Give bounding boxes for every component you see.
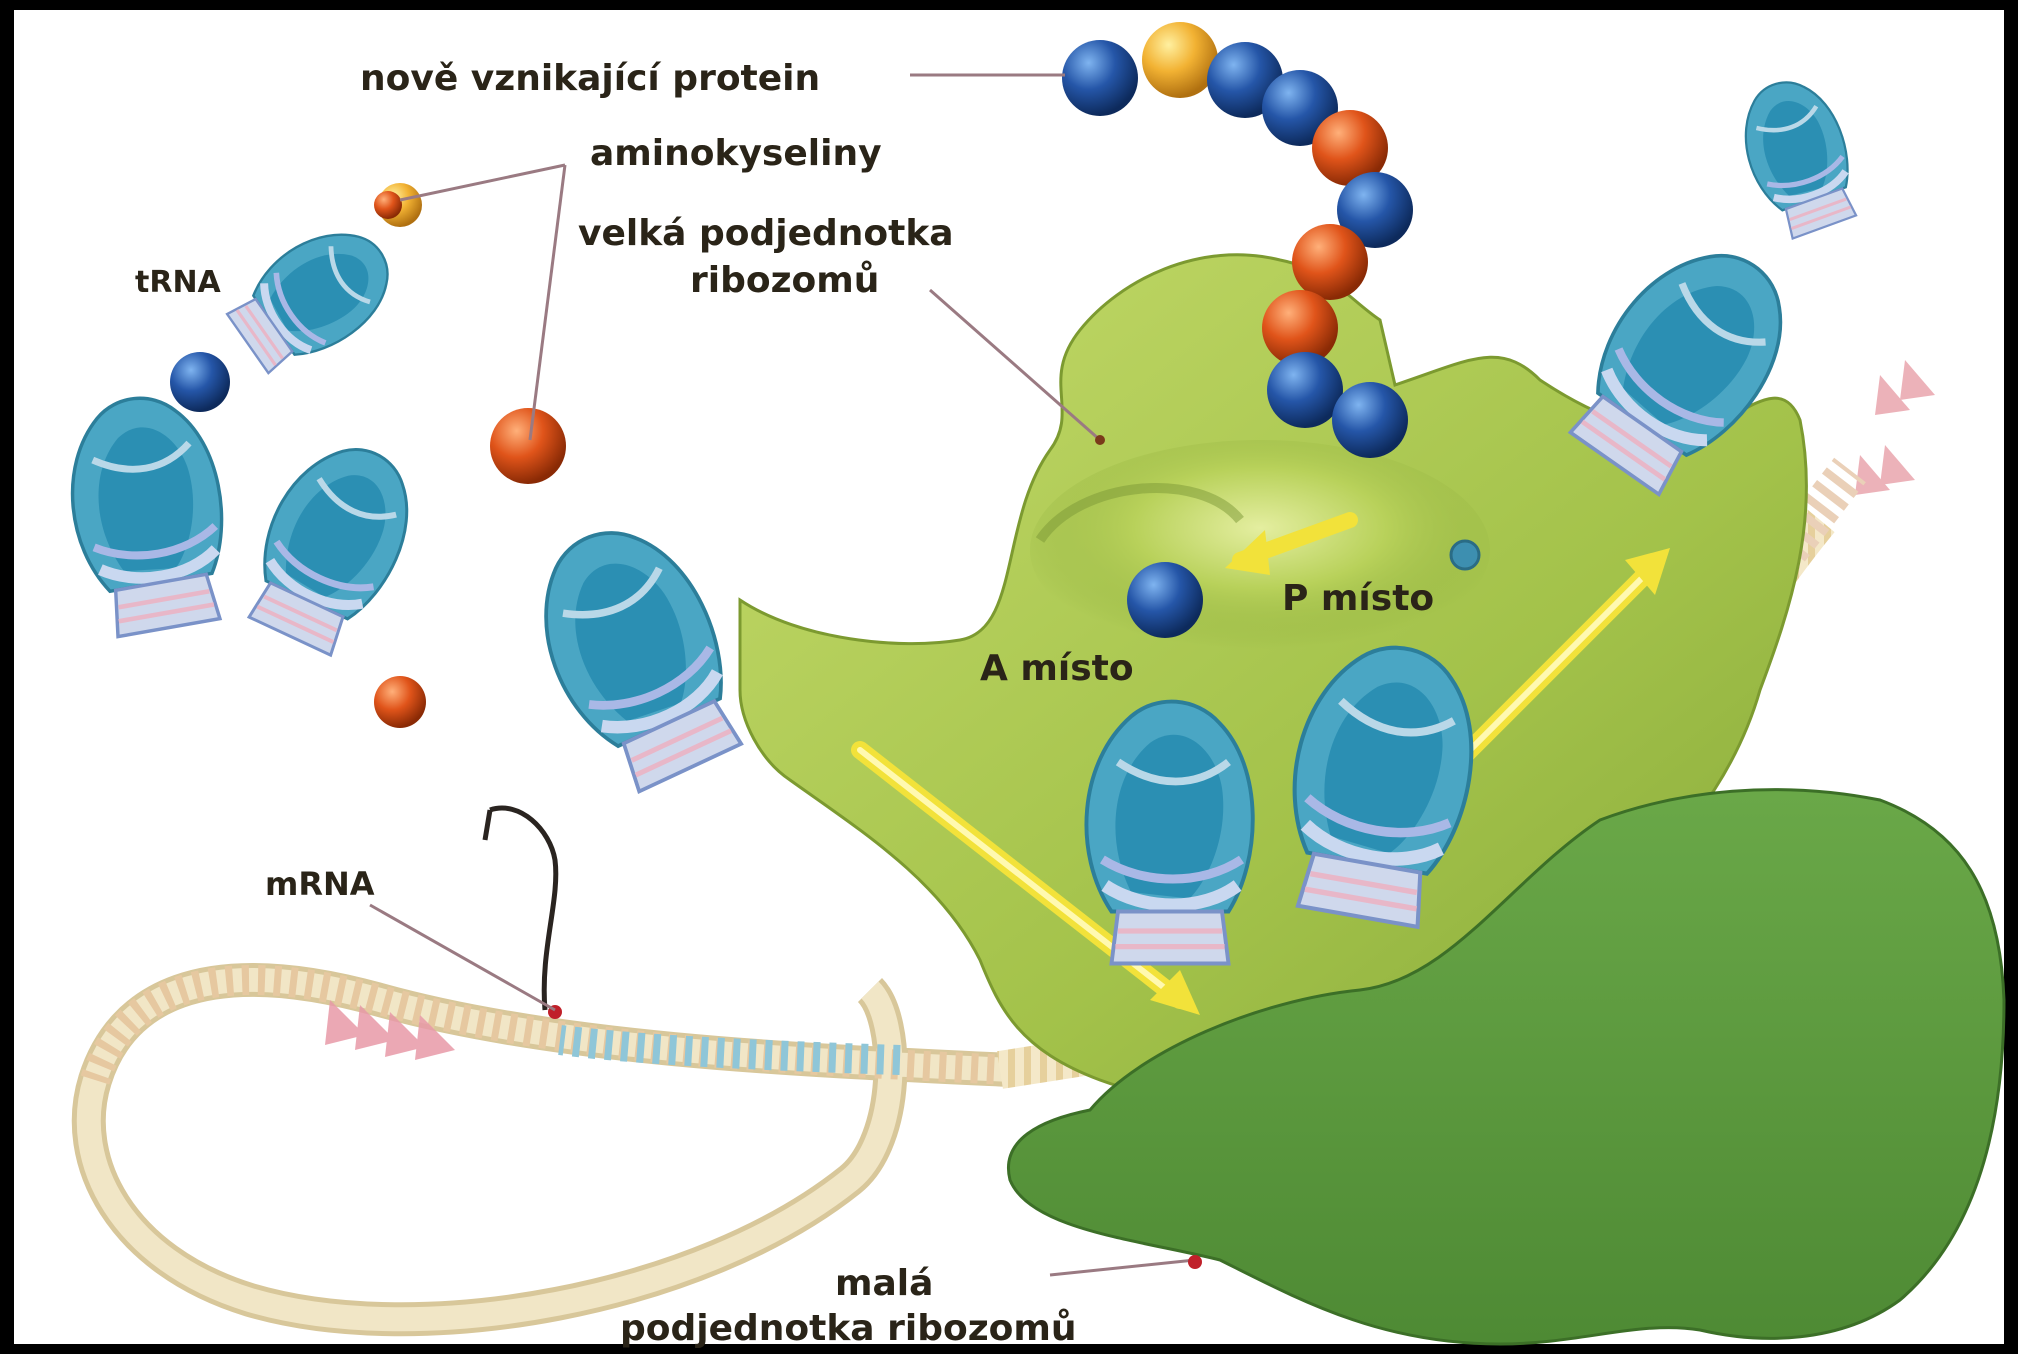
label-a-site: A místo (980, 648, 1134, 689)
large-subunit-marker (1095, 435, 1105, 445)
label-nascent-protein: nově vznikající protein (360, 58, 820, 99)
label-p-site: P místo (1282, 578, 1434, 619)
label-large-subunit-line1: velká podjednotka (578, 213, 954, 254)
small-subunit-marker (1188, 1255, 1202, 1269)
label-amino-acids: aminokyseliny (590, 133, 882, 174)
label-small-subunit-line2: podjednotka ribozomů (620, 1308, 1077, 1349)
label-mrna: mRNA (265, 865, 375, 903)
label-trna: tRNA (135, 265, 222, 300)
label-large-subunit-line2: ribozomů (690, 260, 879, 301)
label-small-subunit-line1: malá (835, 1263, 933, 1304)
